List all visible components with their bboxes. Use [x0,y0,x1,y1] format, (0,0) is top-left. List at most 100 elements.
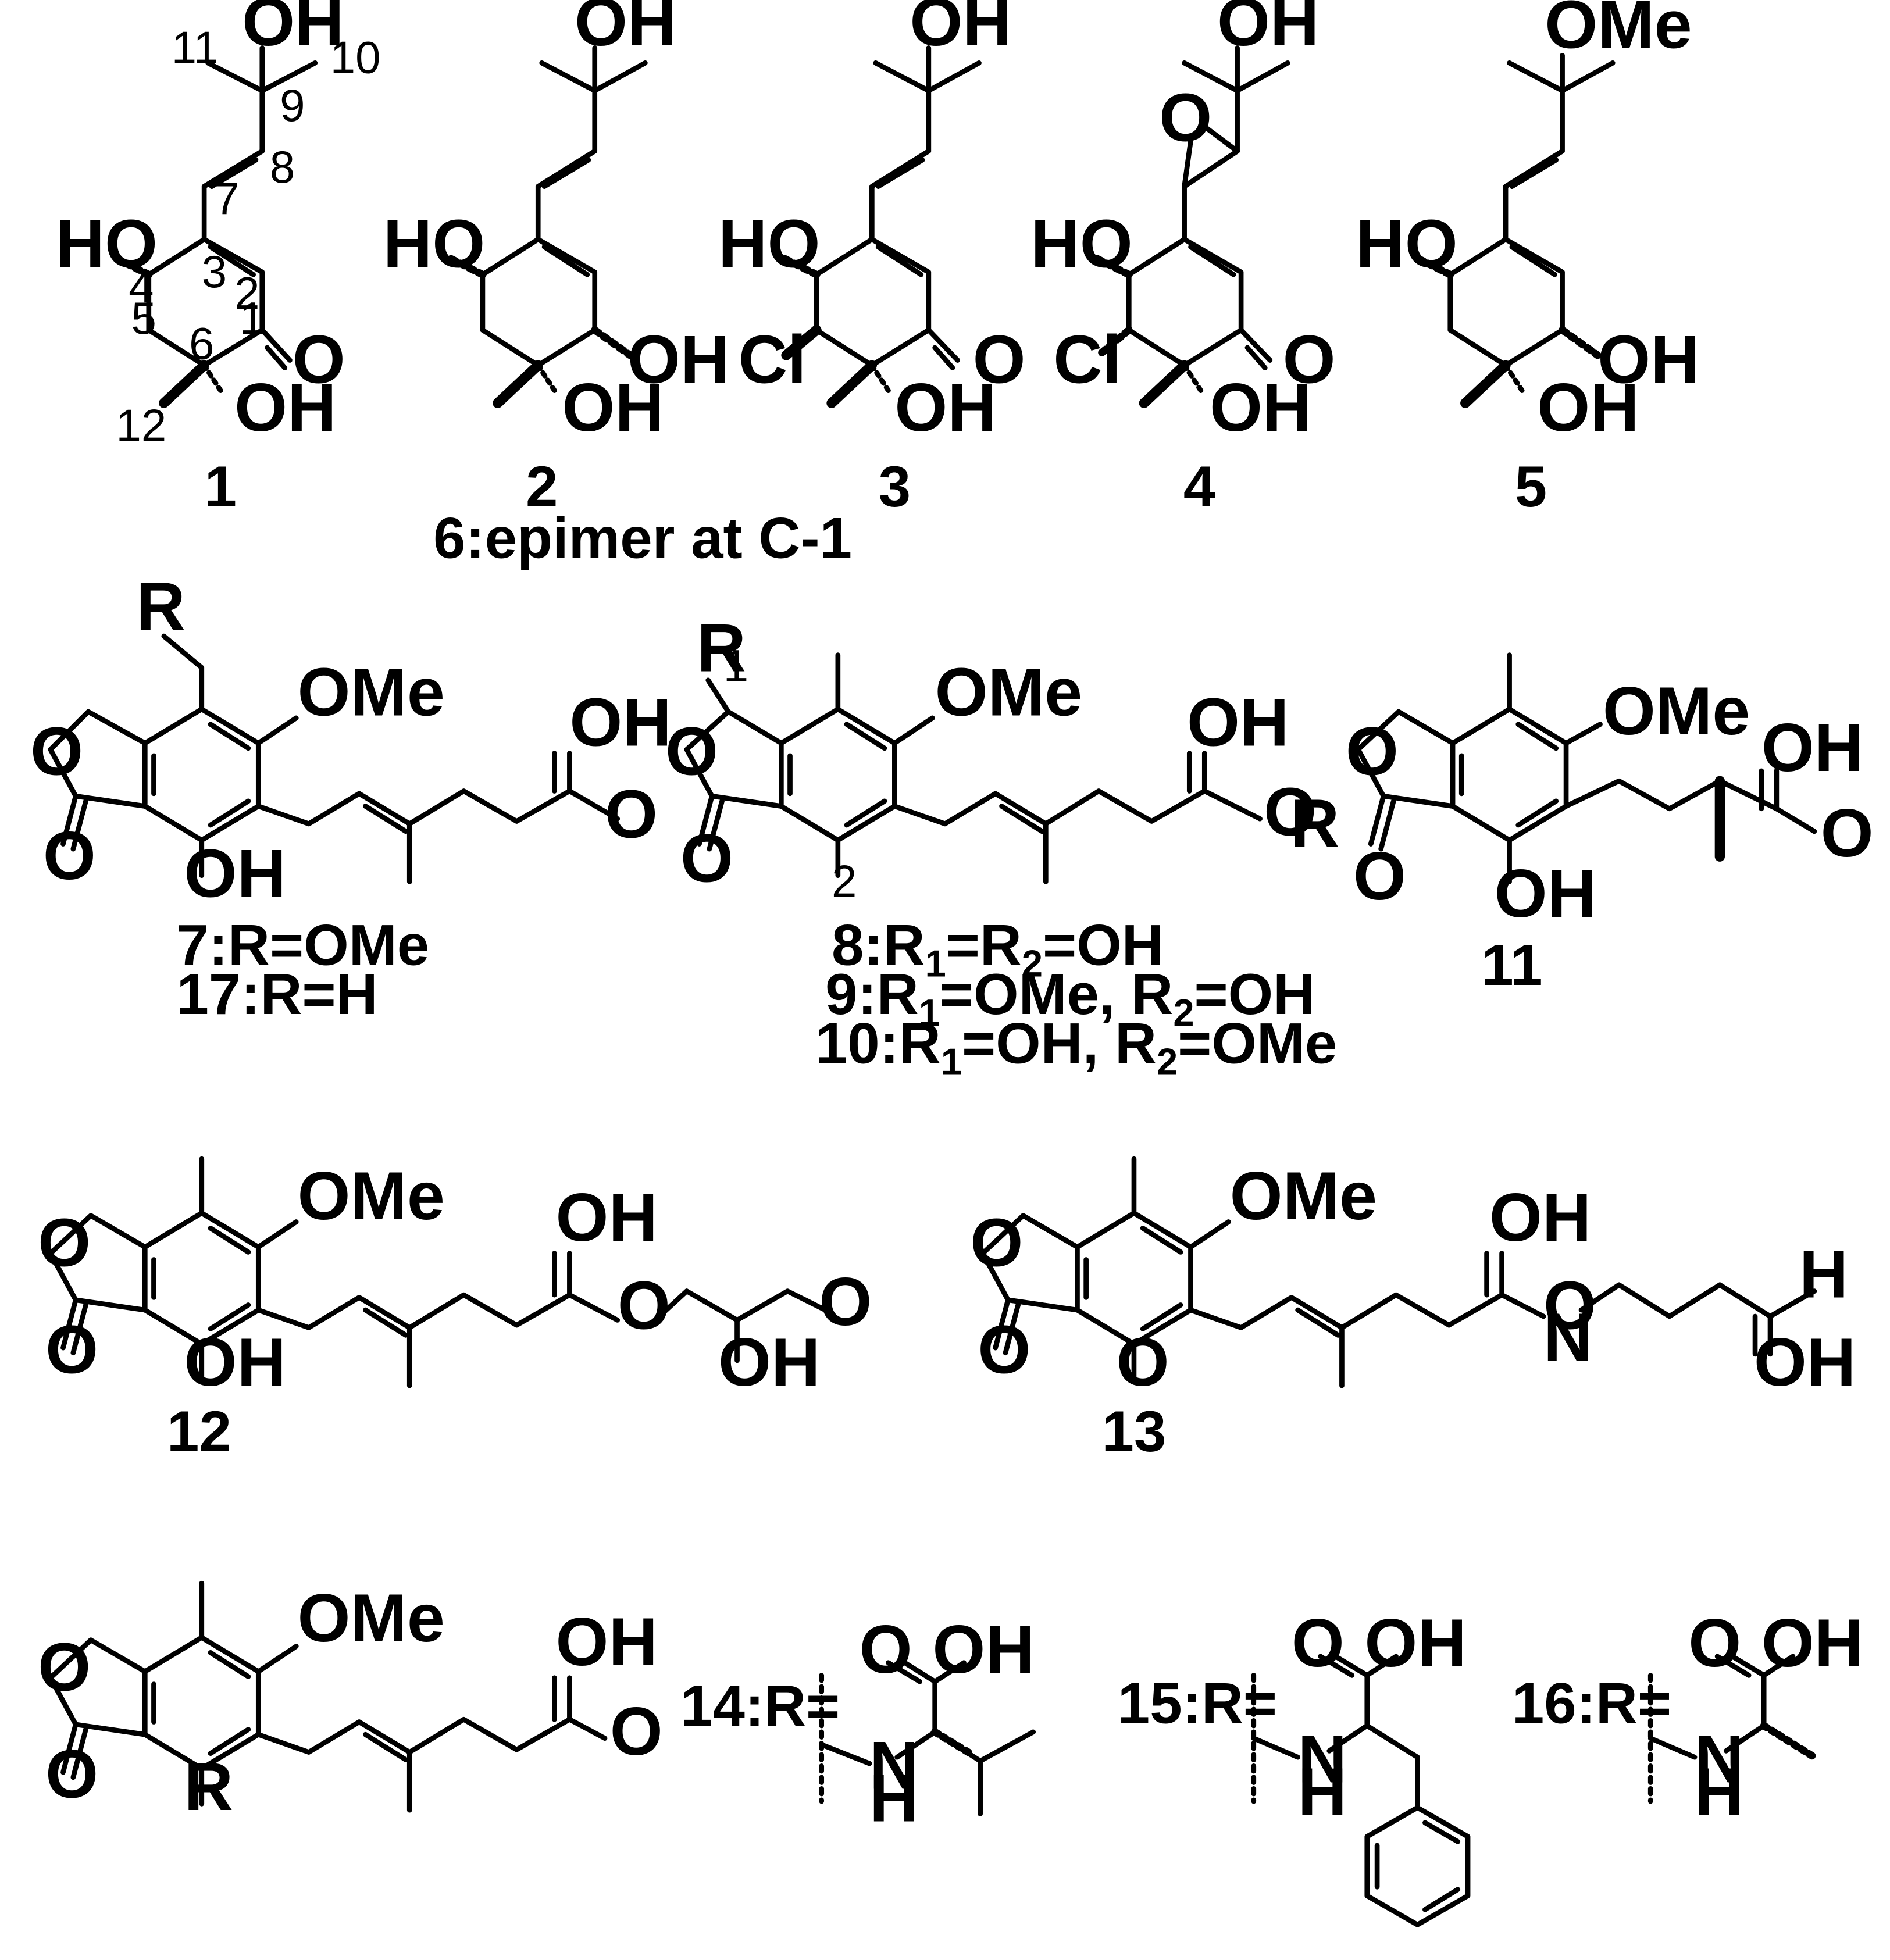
structure-rgroup-14 [819,1660,1036,1817]
atom-label-12-5: O [819,1263,872,1340]
atom-number-11: 12 [116,399,166,451]
atom-label-2-1: HO [383,205,485,281]
atom-label-13-5: N [1543,1299,1592,1375]
atom-label-4-3: Cl [1053,322,1121,398]
atom-label-3-1: HO [718,205,820,281]
compound-label-3: 3 [879,455,911,519]
atom-label-3-2: Cl [739,322,807,398]
atom-number-7: 2 [234,267,259,319]
atom-label-8-0: R [697,610,746,686]
rgroup-prefix-15: 15:R= [1118,1672,1277,1736]
atom-label-13-1: O [970,1204,1023,1280]
compound-label-12: 12 [167,1400,231,1464]
atom-label-8-5: OH [1187,684,1289,761]
atom-label-4-4: O [1283,322,1336,398]
compound-label-9: 9:R1=OMe, R2=OH [825,962,1315,1034]
atom-label-11-0: OMe [1603,673,1750,749]
compound-label-10: 10:R1=OH, R2=OMe [815,1011,1337,1082]
atom-number-10: 6 [189,317,214,369]
structure-compound-11 [1356,652,1817,884]
structure-compound-7 [48,633,621,884]
structure-compound-3 [777,45,982,408]
atom-label-11-4: O [1821,795,1874,871]
atom-label-12-7: OH [184,1324,286,1400]
structure-rgroup-15 [1251,1654,1471,1927]
structure-compound-4 [1090,45,1290,408]
atom-label-16-3: H [1695,1754,1743,1830]
atom-label-8-3: O [665,713,718,789]
atom-number-0: 11 [172,22,219,73]
atom-label-2-2: OH [627,322,729,398]
compound-label-8: 8:R1=R2=OH [832,913,1164,984]
atom-label-13-0: OMe [1230,1158,1377,1234]
atom-number-8: 1 [240,292,265,344]
atom-label-11-3: OH [1761,709,1863,786]
atom-label-3-4: OH [894,369,996,445]
structure-compound-13 [980,1156,1817,1388]
atom-label-7-5: O [605,776,658,852]
atom-label-11-1: O [1346,713,1399,789]
atom-label-14-core-0: OMe [297,1580,444,1656]
atom-label-4-2: HO [1030,205,1132,281]
atom-label-12-1: O [38,1204,91,1280]
atom-label-7-3: O [43,817,96,894]
atom-label-14-core-4: O [610,1693,663,1769]
atom-label-5-1: HO [1356,205,1457,281]
atom-label-12-3: OH [556,1179,658,1255]
structure-rgroup-16 [1647,1654,1818,1804]
atom-label-14-core-2: O [45,1736,98,1812]
structure-compound-5 [1411,52,1616,408]
atom-label-1-0: OH [242,0,344,60]
atom-label-15-1: OH [1364,1605,1466,1681]
atom-number-2: 9 [280,80,305,131]
atom-label-8-2: OMe [935,654,1082,730]
compound-label-11: 11 [1481,933,1542,998]
atom-label-12-4: O [618,1268,671,1344]
atom-label-14-0: O [860,1611,912,1687]
atom-label-3-3: O [973,322,1026,398]
atom-label-8-1: 1 [723,640,748,691]
atom-label-15-2: N [1298,1721,1347,1797]
atom-label-16-2: N [1695,1721,1743,1797]
atom-label-2-3: OH [562,369,664,445]
atom-label-4-1: O [1159,80,1212,156]
atom-label-7-2: O [30,713,83,789]
atom-label-7-6: OH [184,836,286,912]
atom-label-1-1: HO [55,205,157,281]
atom-number-4: 7 [214,173,239,224]
atom-number-9: 5 [131,292,156,344]
atom-label-12-6: OH [718,1324,820,1400]
atom-label-5-3: OH [1537,369,1639,445]
atom-label-13-3: OH [1489,1179,1591,1255]
atom-label-14-core-3: OH [556,1604,658,1680]
compound-label-4: 4 [1183,455,1215,519]
atom-number-5: 4 [129,261,154,312]
atom-label-11-5: OH [1495,855,1596,931]
atom-label-16-1: OH [1761,1605,1863,1681]
atom-label-11-2: O [1353,838,1406,914]
atom-number-6: 3 [202,246,227,297]
atom-label-7-1: OMe [297,654,444,730]
compound-label-13: 13 [1102,1400,1167,1464]
atom-label-2-0: OH [575,0,676,60]
atom-label-7-4: OH [569,684,671,761]
atom-label-4-5: OH [1210,369,1311,445]
rgroup-prefix-14: 14:R= [680,1674,840,1738]
atom-label-8-6: O [1264,773,1317,849]
compound-label-7: 7:R=OMe [176,913,429,978]
compound-label-17: 17:R=H [176,962,377,1027]
atom-number-1: 10 [330,32,381,83]
atom-label-13-2: O [978,1311,1030,1387]
atom-label-1-2: O [293,322,345,398]
atom-label-7-0: R [136,568,185,644]
atom-label-13-8: O [1117,1324,1169,1400]
atom-label-15-0: O [1292,1605,1345,1681]
atom-label-8-4: O [680,820,733,897]
structure-compound-12 [48,1156,828,1388]
structure-compound-1 [109,45,318,408]
atom-number-3: 8 [270,141,295,192]
atom-label-1-3: OH [234,369,336,445]
structure-compound-2 [443,45,648,408]
